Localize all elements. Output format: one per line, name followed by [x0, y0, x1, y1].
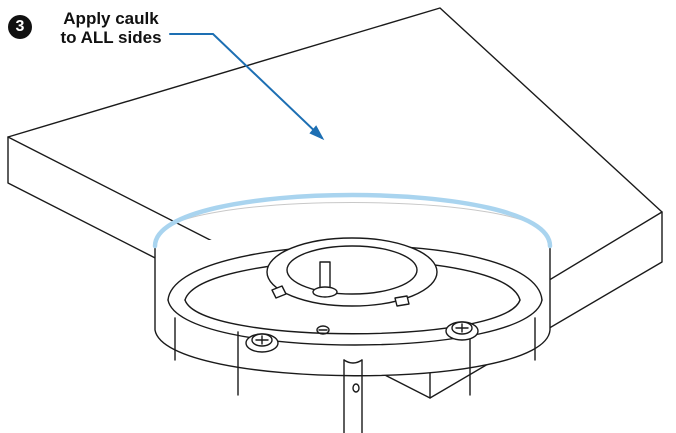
- step-text-line-2: to ALL sides: [60, 28, 162, 47]
- center-screw-icon: [316, 325, 330, 335]
- step-number-badge: 3: [8, 15, 32, 39]
- screw-head-icon: [245, 333, 279, 353]
- leader-arrow: [169, 33, 325, 141]
- screw-head-icon: [445, 321, 479, 341]
- step-text-line-1: Apply caulk: [63, 9, 159, 28]
- step-instruction: Apply caulk to ALL sides: [36, 9, 186, 47]
- step-callout: 3 Apply caulk to ALL sides: [8, 9, 208, 69]
- caulk-bead: [152, 192, 553, 249]
